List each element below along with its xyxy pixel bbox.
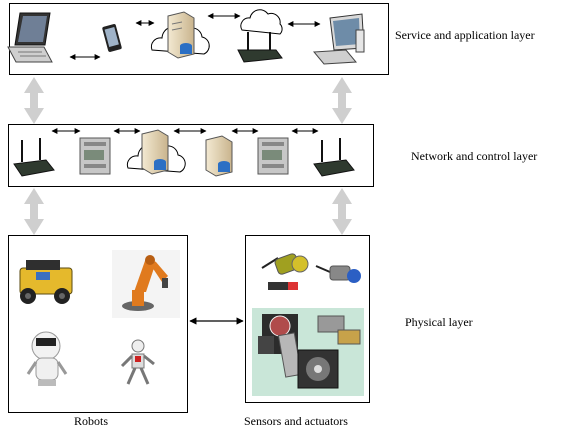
wifi-router-icon [313,138,355,177]
smartphone-icon [102,24,122,52]
layer-arrow-right-bottom [332,188,352,235]
cloud-router-icon [237,9,283,63]
layer-arrow-left-top [24,77,44,124]
layer-arrow-left-bottom [24,188,44,235]
plc-controller-icon [79,137,111,175]
industrial-arm-icon [112,250,180,318]
desktop-computer-icon [312,13,365,65]
proximity-sensor-icon [315,265,361,283]
stepper-motor-icon [297,349,339,389]
gear-motor-icon [317,315,361,345]
cloud-server-icon [150,11,210,59]
network-layer-label: Network and control layer [411,149,538,163]
proximity-sensor-icon [261,253,309,290]
sensors-caption: Sensors and actuators [244,414,348,428]
laptop-icon [7,12,53,63]
layer-arrow-right-top [332,77,352,124]
service-robot-icon [26,331,68,386]
physical-layer-label: Physical layer [405,315,473,329]
server-icon [205,135,233,177]
humanoid-robot-icon [120,339,155,385]
network-layer-box [8,124,374,187]
plc-controller-icon [257,137,289,175]
cloud-server-icon [126,129,186,175]
robots-caption: Robots [74,414,109,428]
service-layer-label: Service and application layer [395,28,535,42]
robot-car-icon [19,260,73,304]
wifi-router-icon [13,138,55,177]
